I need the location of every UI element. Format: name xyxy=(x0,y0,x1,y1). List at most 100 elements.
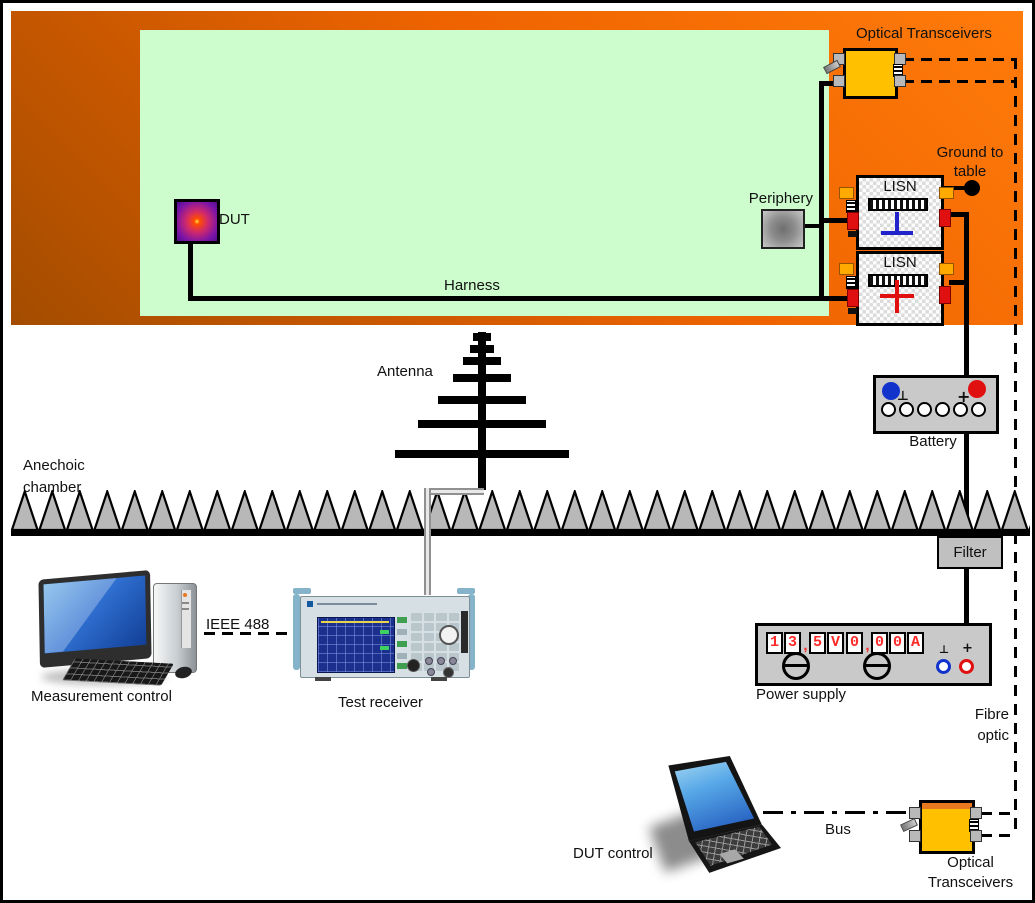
battery-box: ⊥ + xyxy=(873,375,999,434)
battery-positive-terminal xyxy=(968,380,986,398)
lisn-bottom-right-wire xyxy=(949,280,967,285)
lisn-bottom-box: LISN xyxy=(856,251,944,326)
bat-cell xyxy=(971,402,986,417)
rbtn xyxy=(423,623,434,631)
receiver-screen xyxy=(317,617,395,673)
harness-wire xyxy=(188,296,851,301)
transceiver-connector xyxy=(909,830,921,842)
ground-to-table-label: Ground to table xyxy=(936,144,1004,180)
rbtn xyxy=(423,633,434,641)
rbtn xyxy=(411,623,422,631)
display-unit: A xyxy=(907,632,924,654)
antenna-cable xyxy=(424,488,431,595)
power-supply-label: Power supply xyxy=(756,686,847,703)
lisn-connector-orange xyxy=(839,187,854,199)
bat-cell xyxy=(899,402,914,417)
pc-tower xyxy=(153,583,197,673)
antenna-element xyxy=(463,357,501,365)
receiver-foot xyxy=(431,677,447,681)
chamber-floor-line xyxy=(11,530,1030,536)
antenna-mast xyxy=(478,332,486,490)
rbtn xyxy=(448,643,459,651)
lisn-connector-orange xyxy=(839,263,854,275)
receiver-body xyxy=(300,596,470,678)
lisn-connector xyxy=(848,231,857,237)
rbtn xyxy=(423,643,434,651)
ground-symbol-icon xyxy=(895,212,899,233)
lisn-top-box: LISN xyxy=(856,175,944,250)
fibre-dashed-bottom-2 xyxy=(981,834,1017,837)
harness-label: Harness xyxy=(444,277,500,294)
fibre-dashed-top-2 xyxy=(903,80,1017,83)
filter-box: Filter xyxy=(937,536,1003,569)
lisn-top-left-wire xyxy=(819,218,851,223)
optical-transceivers-bottom-label: Optical Transceivers xyxy=(927,854,1014,891)
dut-control-laptop xyxy=(648,756,781,874)
pc-drive-slot xyxy=(182,608,189,610)
battery-cells xyxy=(881,402,986,417)
rbtn xyxy=(436,613,447,621)
test-receiver-label: Test receiver xyxy=(338,694,424,711)
display-digit: 1 xyxy=(766,632,783,654)
display-digit: 0 xyxy=(889,632,906,654)
ieee488-dashed-line xyxy=(186,632,296,635)
display-digit: 0 xyxy=(846,632,863,654)
lisn-battery-wire xyxy=(964,212,969,375)
lisn-connector-red xyxy=(939,286,951,304)
ground-dot-wire xyxy=(941,186,967,190)
fibre-optic-label: Fibre optic xyxy=(974,706,1009,744)
display-digit: 0 xyxy=(871,632,888,654)
transceiver-connector xyxy=(970,807,982,819)
pc-power-led xyxy=(183,593,187,597)
dut-label: DUT xyxy=(219,211,250,228)
plus-symbol-icon: + xyxy=(962,641,973,656)
dut-box xyxy=(174,199,220,244)
ground-symbol-icon xyxy=(881,231,913,235)
lisn-connector-red xyxy=(847,212,859,230)
fibre-dashed-bottom-1 xyxy=(981,812,1017,815)
receiver-foot xyxy=(315,677,331,681)
transceiver-connector xyxy=(833,75,845,87)
battery-filter-wire xyxy=(964,428,969,537)
transceiver-connector xyxy=(909,807,921,819)
bus-line xyxy=(763,811,909,814)
ground-plane xyxy=(140,30,829,316)
receiver-softkey xyxy=(397,663,407,669)
fibre-dashed-top-1 xyxy=(903,58,1017,61)
psu-negative-terminal xyxy=(936,659,951,674)
receiver-handle xyxy=(457,588,475,594)
pc-monitor-screen xyxy=(43,575,147,654)
receiver-connector xyxy=(425,657,433,665)
antenna-element xyxy=(418,420,546,428)
rbtn xyxy=(411,653,422,661)
optical-transceiver-bottom-box xyxy=(919,800,975,854)
receiver-softkey xyxy=(397,617,407,623)
absorber-row xyxy=(11,490,1030,531)
antenna-element xyxy=(473,333,491,341)
transceiver-connector xyxy=(894,75,906,87)
lisn-connector-orange xyxy=(939,263,954,275)
test-receiver xyxy=(293,588,475,688)
current-display: 0 , 0 0 A xyxy=(846,632,925,654)
bus-label: Bus xyxy=(825,821,851,838)
receiver-model-text-line xyxy=(317,603,377,605)
rbtn xyxy=(411,613,422,621)
rbtn xyxy=(411,643,422,651)
rbtn xyxy=(411,633,422,641)
antenna-element xyxy=(395,450,569,458)
receiver-connector xyxy=(407,659,420,672)
receiver-side-slot xyxy=(461,611,468,653)
ieee488-label: IEEE 488 xyxy=(206,616,270,633)
lisn-connector-red xyxy=(847,289,859,307)
dut-harness-wire-vertical xyxy=(188,236,193,301)
bat-cell xyxy=(917,402,932,417)
periphery-wire xyxy=(801,224,823,228)
lisn-connector xyxy=(848,308,857,314)
ground-symbol-icon: ⊥ xyxy=(939,643,950,656)
receiver-marker xyxy=(380,646,389,650)
display-digit: 3 xyxy=(784,632,801,654)
receiver-connector xyxy=(449,657,457,665)
receiver-softkey xyxy=(397,653,407,659)
antenna-label: Antenna xyxy=(377,363,433,380)
